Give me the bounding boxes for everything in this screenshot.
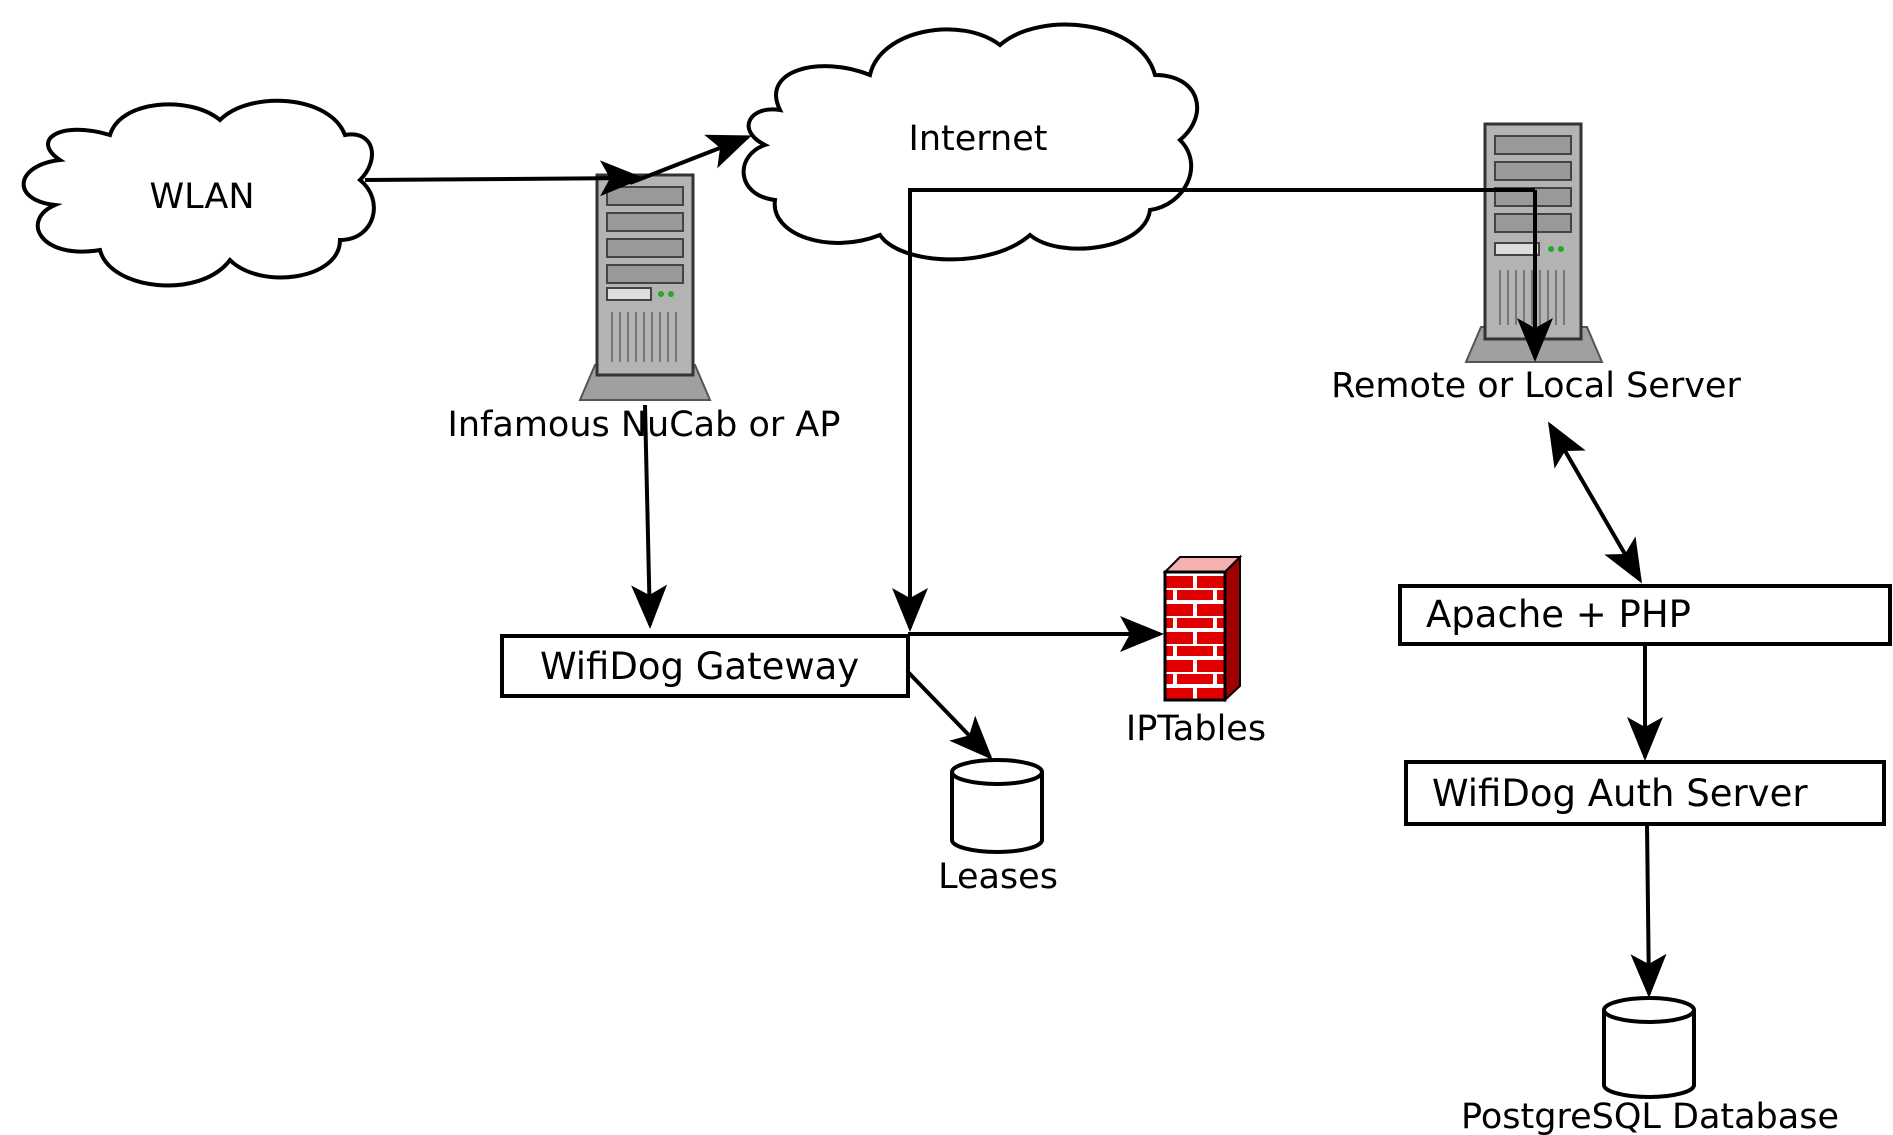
database-label: PostgreSQL Database: [1461, 1097, 1839, 1135]
arrow-nucab-to-internet: [629, 134, 752, 185]
arrow-gateway-to-leases: [906, 670, 993, 760]
wlan-label: WLAN: [149, 177, 254, 217]
apache-label: Apache + PHP: [1426, 593, 1691, 636]
arrow-wlan-to-nucab: [364, 160, 644, 197]
auth-server-label: WifiDog Auth Server: [1432, 772, 1808, 815]
gateway-box: WifiDog Gateway: [500, 634, 910, 698]
auth-server-box: WifiDog Auth Server: [1404, 760, 1886, 826]
postgresql-database-icon: [1602, 996, 1696, 1099]
remote-server-label: Remote or Local Server: [1331, 366, 1741, 406]
apache-box: Apache + PHP: [1398, 584, 1892, 646]
arrow-nucab-to-gateway: [631, 404, 668, 629]
iptables-label: IPTables: [1126, 709, 1266, 749]
internet-cloud: Internet: [741, 22, 1200, 262]
arrow-server-to-gateway: [892, 188, 1535, 632]
leases-label: Leases: [938, 857, 1058, 897]
connectors: [364, 134, 1667, 998]
leases-database-icon: [950, 758, 1044, 854]
iptables-firewall-icon: [1162, 554, 1243, 703]
arrow-auth-to-database: [1630, 823, 1667, 998]
gateway-label: WifiDog Gateway: [540, 645, 859, 688]
arrow-server-apache: [1547, 421, 1643, 584]
internet-label: Internet: [909, 119, 1048, 159]
wlan-cloud: WLAN: [21, 98, 376, 288]
nucab-server-icon: [578, 173, 712, 401]
